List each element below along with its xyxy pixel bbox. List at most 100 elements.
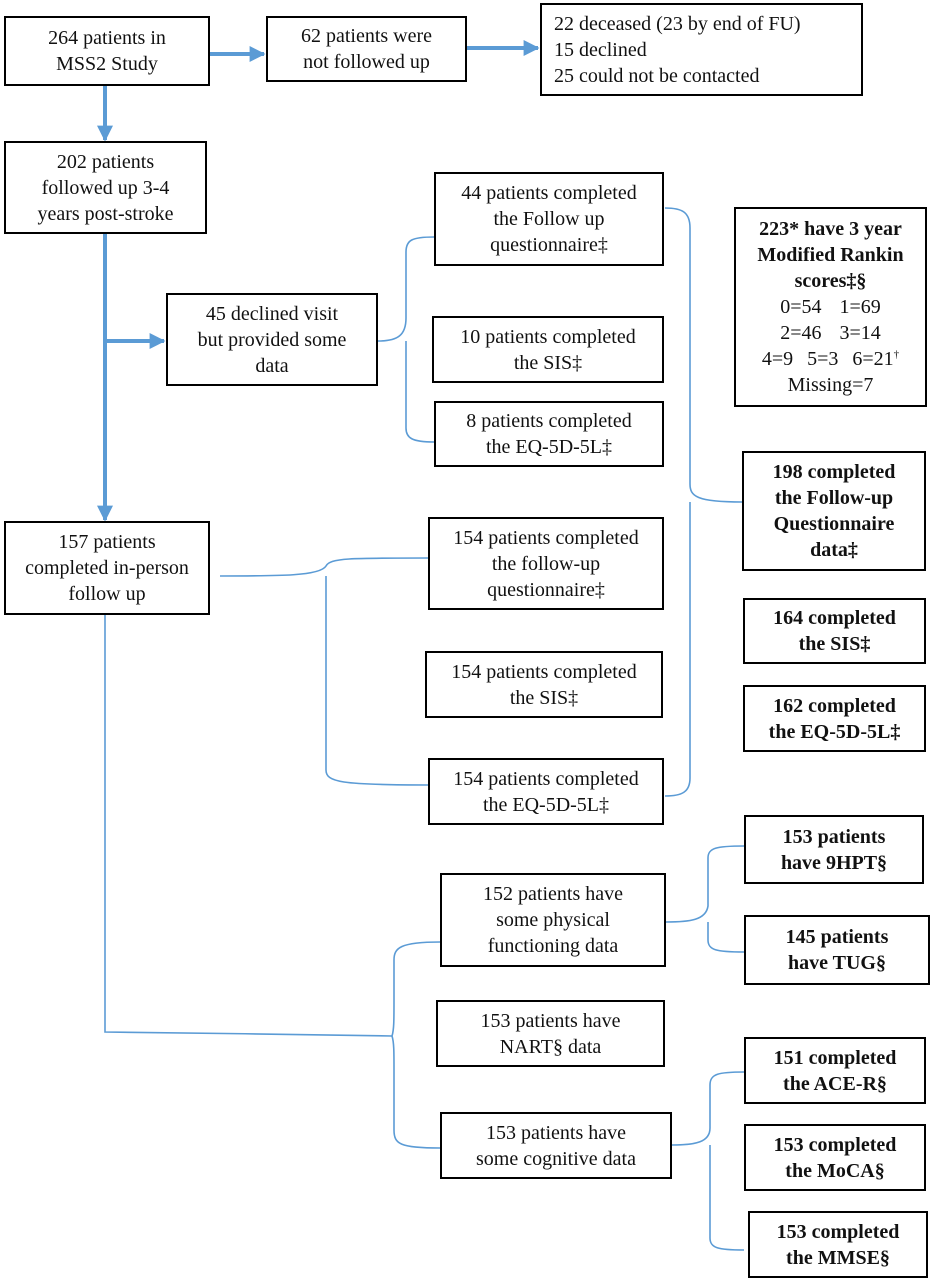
rankin-score-6: 6=21†: [852, 346, 899, 372]
inperson-followup-box: 157 patients completed in-person follow …: [4, 521, 210, 615]
box-line: questionnaire‡: [487, 578, 605, 601]
ace-r-box: 151 completed the ACE-R§: [744, 1037, 926, 1104]
box-line: 151 completed: [773, 1046, 897, 1069]
box-line: the Follow-up: [774, 487, 894, 509]
eq5d-162-box: 162 completed the EQ-5D-5L‡: [743, 685, 926, 752]
box-line: 145 patients: [785, 926, 889, 948]
box-line: have TUG§: [788, 952, 886, 974]
box-line: the follow-up: [491, 552, 601, 575]
box-line: the SIS‡: [513, 351, 583, 374]
box-line: followed up 3-4: [41, 176, 170, 199]
box-line: 62 patients were: [300, 25, 433, 47]
sis-10-box: 10 patients completed the SIS‡: [432, 316, 664, 383]
box-line: some physical: [496, 909, 610, 931]
box-line: the EQ-5D-5L‡: [482, 793, 610, 816]
fu-questionnaire-44-box: 44 patients completed the Follow up ques…: [434, 172, 664, 266]
nart-box: 153 patients have NART§ data: [436, 1000, 665, 1067]
box-line: 45 declined visit: [205, 302, 339, 325]
bracket-merge: [664, 207, 743, 797]
rankin-score: 5=3: [807, 348, 839, 370]
box-line: Questionnaire: [773, 513, 895, 535]
dagger-mark: †: [893, 348, 900, 361]
rankin-score: 0=54: [780, 296, 822, 318]
bracket-cognitive: [671, 1071, 745, 1251]
box-line: the EQ-5D-5L‡: [485, 436, 613, 458]
eq5d-8-box: 8 patients completed the EQ-5D-5L‡: [434, 401, 664, 467]
box-line: 264 patients in: [48, 27, 166, 49]
box-line: 153 patients have: [480, 1009, 621, 1032]
box-line: data‡: [810, 539, 858, 561]
box-line: 153 patients have: [486, 1121, 626, 1144]
box-line: 153 patients: [782, 825, 886, 848]
box-line: data: [255, 354, 289, 377]
box-line: the EQ-5D-5L‡: [768, 720, 901, 743]
rankin-score: 2=46: [780, 322, 822, 344]
box-line: years post-stroke: [37, 202, 174, 225]
box-line: functioning data: [487, 935, 619, 957]
rankin-row: 4=9 5=3 6=21†: [762, 346, 899, 372]
sis-154-box: 154 patients completed the SIS‡: [425, 651, 663, 718]
bracket-inperson: [219, 557, 429, 786]
box-line: the Follow up: [493, 208, 605, 230]
fu-questionnaire-154-box: 154 patients completed the follow-up que…: [428, 517, 664, 610]
box-line: not followed up: [303, 51, 430, 73]
followed-up-box: 202 patients followed up 3-4 years post-…: [4, 141, 207, 234]
tug-box: 145 patients have TUG§: [744, 915, 930, 985]
box-line: 153 completed: [776, 1220, 900, 1243]
moca-box: 153 completed the MoCA§: [744, 1124, 926, 1191]
box-line: 8 patients completed: [466, 410, 632, 432]
cognitive-box: 153 patients have some cognitive data: [440, 1112, 672, 1179]
trunk-inperson: [104, 615, 393, 1037]
rankin-missing: Missing=7: [787, 374, 874, 396]
box-line: the MoCA§: [785, 1159, 885, 1182]
box-line: completed in-person: [25, 557, 189, 579]
rankin-score: 1=69: [839, 296, 881, 318]
rankin-score-value: 6=21: [852, 348, 894, 370]
rankin-score: 3=14: [839, 322, 881, 344]
box-line: 22 deceased (23 by end of FU): [554, 12, 801, 35]
box-line: but provided some: [197, 328, 347, 351]
box-line: 44 patients completed: [461, 182, 637, 204]
sis-164-box: 164 completed the SIS‡: [743, 598, 926, 664]
fu-questionnaire-198-box: 198 completed the Follow-up Questionnair…: [742, 451, 926, 571]
box-line: the SIS‡: [798, 633, 871, 655]
bracket-assessments: [391, 941, 441, 1149]
mss2-study-box: 264 patients in MSS2 Study: [4, 16, 210, 86]
not-followed-box: 62 patients were not followed up: [266, 16, 467, 82]
physical-functioning-box: 152 patients have some physical function…: [440, 873, 666, 967]
box-line: follow up: [68, 583, 146, 605]
box-line: 10 patients completed: [460, 325, 636, 348]
bracket-declined-visit: [377, 236, 435, 443]
box-line: 154 patients completed: [453, 526, 639, 549]
declined-visit-box: 45 declined visit but provided some data: [166, 293, 378, 386]
box-line: MSS2 Study: [56, 53, 158, 75]
eq5d-154-box: 154 patients completed the EQ-5D-5L‡: [428, 758, 664, 825]
rankin-row: 0=54 1=69: [780, 294, 881, 320]
9hpt-box: 153 patients have 9HPT§: [744, 815, 924, 884]
box-line: have 9HPT§: [780, 851, 888, 874]
box-line: 152 patients have: [483, 883, 623, 905]
box-line: 154 patients completed: [451, 660, 637, 683]
box-line: 15 declined: [554, 38, 647, 61]
box-line: 157 patients: [58, 531, 156, 553]
box-line: the ACE-R§: [783, 1072, 887, 1095]
rankin-score: 4=9: [761, 348, 794, 370]
rankin-title-line: 223* have 3 year: [759, 218, 902, 240]
box-line: questionnaire‡: [490, 234, 608, 256]
bracket-physical: [665, 845, 745, 953]
box-line: 202 patients: [56, 150, 155, 173]
modified-rankin-box: 223* have 3 year Modified Rankin scores‡…: [734, 207, 927, 407]
rankin-title-line: scores‡§: [794, 270, 867, 292]
box-line: some cognitive data: [476, 1147, 636, 1170]
box-line: 198 completed: [772, 461, 896, 483]
mmse-box: 153 completed the MMSE§: [748, 1211, 928, 1278]
box-line: the MMSE§: [786, 1246, 890, 1269]
box-line: 164 completed: [773, 607, 896, 629]
box-line: 153 completed: [773, 1133, 897, 1156]
box-line: 154 patients completed: [453, 767, 639, 790]
rankin-row: 2=46 3=14: [780, 320, 881, 346]
box-line: 25 could not be contacted: [554, 64, 760, 87]
rankin-title-line: Modified Rankin: [757, 244, 904, 266]
box-line: NART§ data: [499, 1035, 602, 1058]
